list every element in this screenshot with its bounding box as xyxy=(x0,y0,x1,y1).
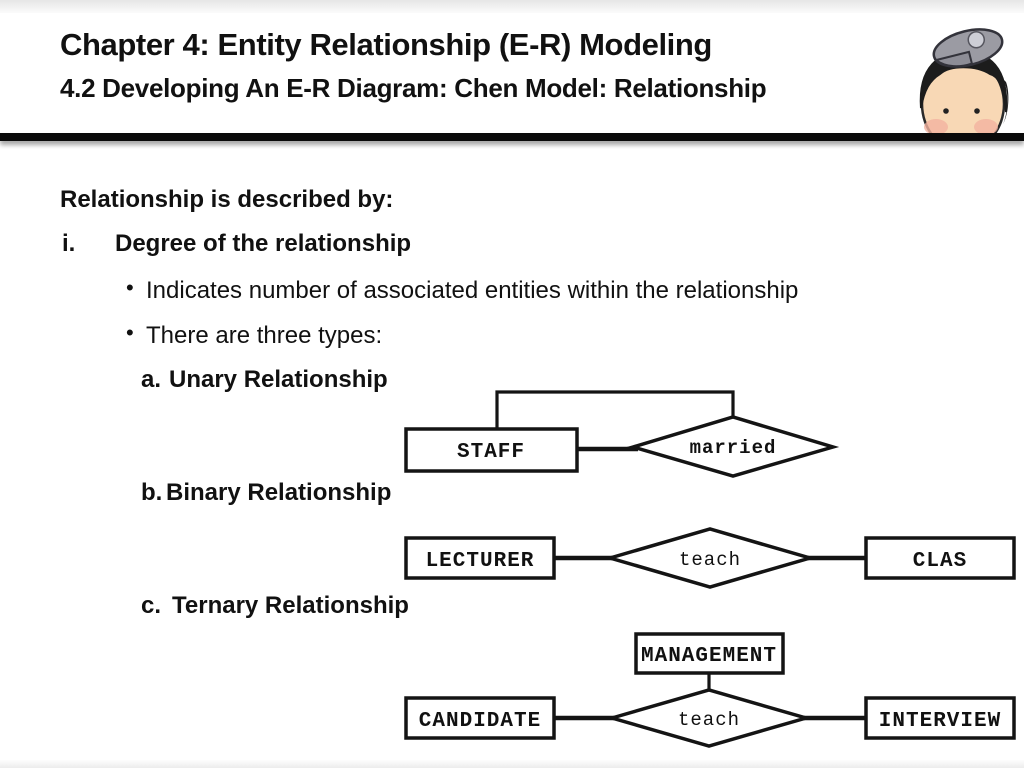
binary-entity-lecturer-label: LECTURER xyxy=(426,550,535,573)
type-c-marker: c. xyxy=(141,592,162,619)
ternary-entity-management-box xyxy=(634,632,785,675)
binary-entity-clas-box xyxy=(864,536,1016,580)
ternary-entity-interview-box xyxy=(864,696,1016,740)
numbered-item-marker: i. xyxy=(62,230,76,257)
type-c-label: Ternary Relationship xyxy=(172,592,409,619)
bullet-glyph: • xyxy=(126,320,134,345)
slide-title: Chapter 4: Entity Relationship (E-R) Mod… xyxy=(60,27,712,62)
binary-relationship-diagram: LECTURER teach CLAS xyxy=(404,527,1016,589)
type-b-marker: b. xyxy=(141,479,163,506)
ternary-entity-management-label: MANAGEMENT xyxy=(641,645,777,668)
ternary-relationship-diamond xyxy=(605,688,813,748)
numbered-item-text: Degree of the relationship xyxy=(115,230,412,257)
slide-subtitle: 4.2 Developing An E-R Diagram: Chen Mode… xyxy=(60,73,767,103)
ternary-relationship-label: teach xyxy=(678,709,740,731)
unary-entity-staff-label: STAFF xyxy=(457,441,525,464)
bullet-glyph: • xyxy=(126,275,134,300)
ternary-entity-candidate-label: CANDIDATE xyxy=(419,710,541,733)
binary-entity-clas-label: CLAS xyxy=(913,550,967,573)
mascot-student-icon xyxy=(906,22,1018,133)
ternary-entity-interview-label: INTERVIEW xyxy=(879,710,1001,733)
ternary-relationship-diagram: MANAGEMENT CANDIDATE teach INTERVIEW xyxy=(404,632,1016,748)
binary-entity-lecturer-box xyxy=(404,536,556,580)
slide-top-edge xyxy=(0,0,1024,13)
mascot-svg xyxy=(919,28,1009,133)
binary-relationship-label: teach xyxy=(679,549,741,571)
ternary-entity-candidate-box xyxy=(404,696,556,740)
unary-relationship-diamond xyxy=(626,415,840,478)
header-divider-bar xyxy=(0,133,1024,141)
intro-line: Relationship is described by: xyxy=(60,186,394,213)
unary-entity-staff-box xyxy=(404,427,579,473)
bullet-item-1: Indicates number of associated entities … xyxy=(146,277,799,304)
unary-loop-connector xyxy=(495,390,735,432)
unary-relationship-label: married xyxy=(690,437,777,459)
type-a-marker: a. xyxy=(141,366,162,393)
slide-bottom-edge xyxy=(0,760,1024,768)
type-a-label: Unary Relationship xyxy=(169,366,388,393)
unary-relationship-diagram: STAFF married xyxy=(404,390,840,478)
binary-relationship-diamond xyxy=(603,527,817,589)
bullet-item-2: There are three types: xyxy=(146,322,383,349)
type-b-label: Binary Relationship xyxy=(166,479,392,506)
